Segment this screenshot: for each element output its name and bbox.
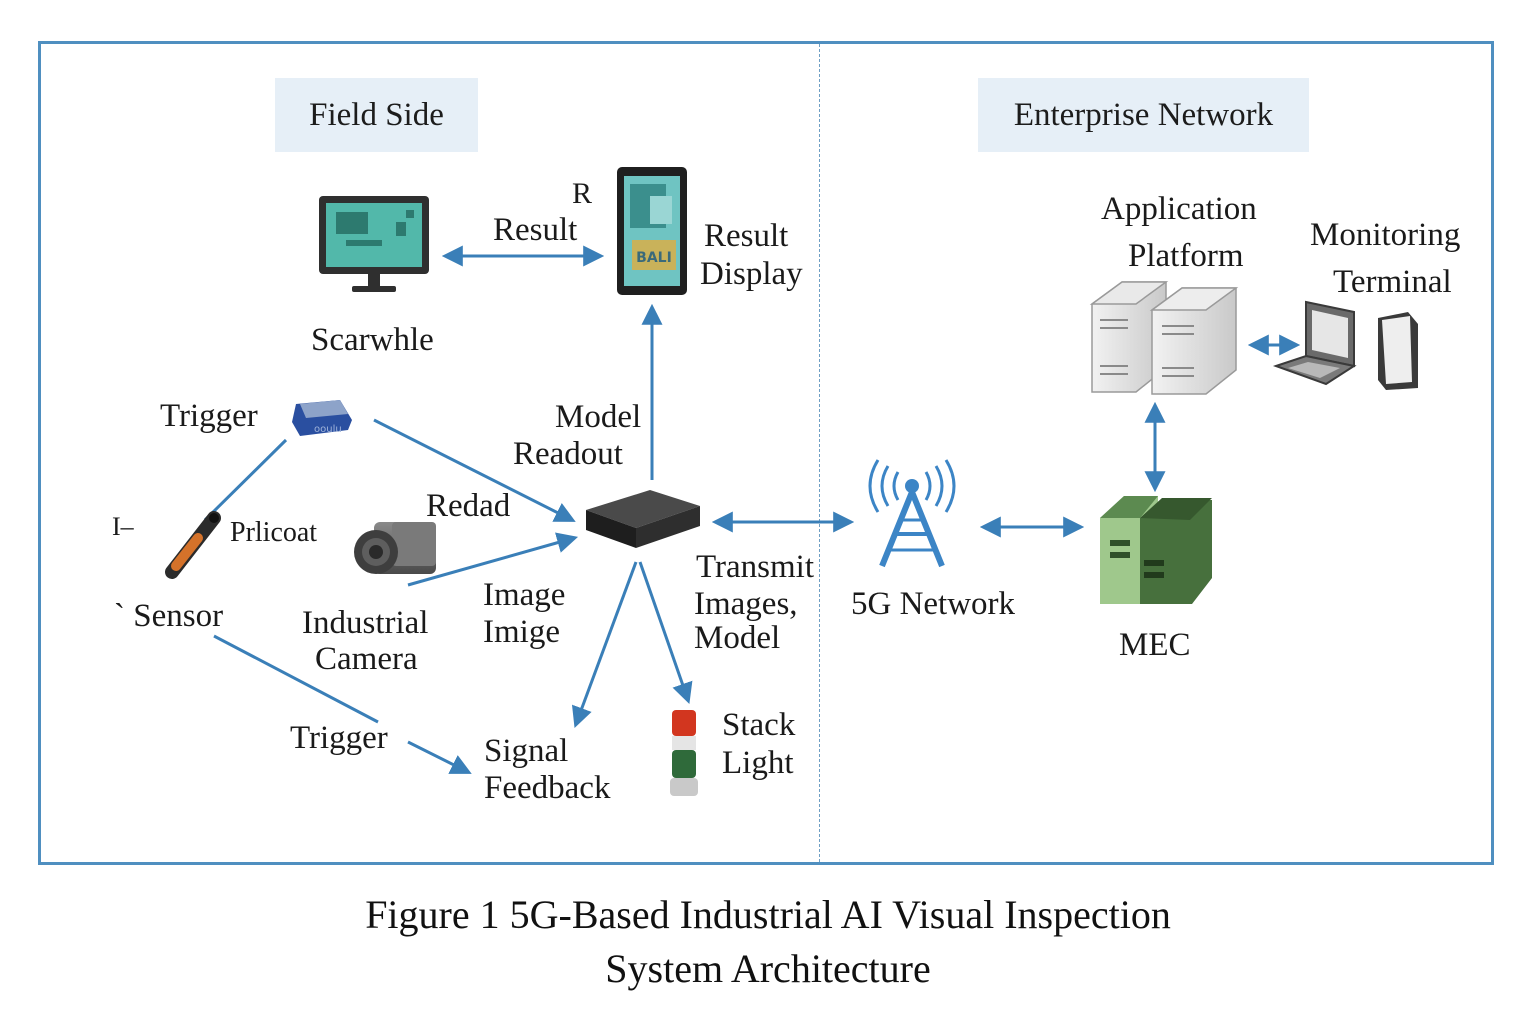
stack-light-arrow <box>638 561 693 704</box>
transmit-label-line2: Images, <box>694 586 798 622</box>
stack-light-label-line2: Light <box>722 745 794 781</box>
application-platform-label-line2: Platform <box>1128 238 1244 274</box>
laptop-icon <box>1272 300 1357 386</box>
r-mark-label: R <box>572 177 593 210</box>
image-arrow <box>407 532 579 587</box>
stack-light-label-line1: Stack <box>722 707 796 743</box>
image-label-line2: Imige <box>483 614 560 650</box>
application-platform-label-line1: Application <box>1101 191 1257 227</box>
trigger-bottom-line-1 <box>213 634 379 724</box>
industrial-camera-label-line2: Camera <box>315 641 418 677</box>
5g-network-label: 5G Network <box>851 586 1016 622</box>
signal-feedback-label-line1: Signal <box>484 733 569 769</box>
mec-label: MEC <box>1119 627 1191 663</box>
image-label-line1: Image <box>483 577 566 613</box>
transmit-label-line3: Model <box>694 620 781 656</box>
enterprise-network-header: Enterprise Network <box>978 78 1309 152</box>
sensor-label: ` Sensor <box>114 598 224 634</box>
stack-light-icon <box>670 710 698 796</box>
edge-box-icon <box>586 490 700 548</box>
application-server-icon <box>1089 281 1239 395</box>
industrial-camera-label-line1: Industrial <box>302 605 429 641</box>
result-display-label-line2: Display <box>700 256 803 292</box>
industrial-camera-icon <box>354 522 436 574</box>
trigger-bottom-line-2 <box>407 740 472 774</box>
handheld-terminal-icon <box>1378 312 1418 390</box>
monitoring-terminal-label-line1: Monitoring <box>1310 217 1461 253</box>
trigger-device-icon: ooulu <box>292 400 352 436</box>
transmit-label-line1: Transmit <box>696 549 814 585</box>
sensor-icon <box>165 511 221 579</box>
figure-caption-line2: System Architecture <box>605 946 931 991</box>
trigger-device-text: ooulu <box>314 424 342 435</box>
trigger-arrow <box>373 418 576 522</box>
trigger-top-label: Trigger <box>160 398 258 434</box>
5g-tower-icon <box>868 459 956 568</box>
result-label: Result <box>493 212 578 248</box>
broken-text-label: I– <box>112 512 134 541</box>
monitor-icon <box>319 196 429 292</box>
mec-icon <box>1100 496 1212 604</box>
model-readout-label-line1: Model <box>555 399 642 435</box>
trigger-sensor-line <box>203 438 288 522</box>
trigger-bottom-label: Trigger <box>290 720 388 756</box>
connectors <box>203 245 1301 774</box>
tablet-screen-text: BALI <box>636 250 672 266</box>
diagram-frame <box>38 41 1494 865</box>
prlicoat-label: Prlicoat <box>230 517 318 548</box>
tablet-icon: BALI <box>617 167 687 295</box>
zone-divider <box>819 44 820 862</box>
field-side-header: Field Side <box>275 78 478 152</box>
model-readout-label-line2: Readout <box>513 436 623 472</box>
signal-arrow <box>571 561 638 728</box>
result-display-label-line1: Result <box>704 218 789 254</box>
redad-label: Redad <box>426 488 511 524</box>
scarwhle-label: Scarwhle <box>311 322 434 358</box>
figure-caption-line1: Figure 1 5G-Based Industrial AI Visual I… <box>365 892 1171 937</box>
signal-feedback-label-line2: Feedback <box>484 770 611 806</box>
monitoring-terminal-label-line2: Terminal <box>1333 264 1452 300</box>
